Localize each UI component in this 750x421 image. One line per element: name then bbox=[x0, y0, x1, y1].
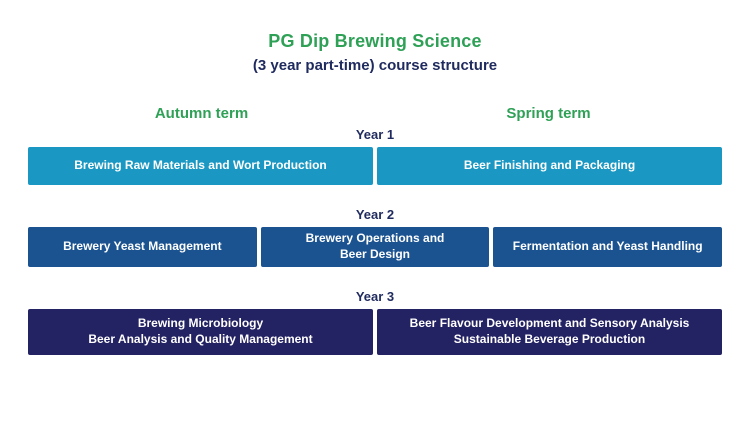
module-label: Brewing Microbiology bbox=[137, 316, 264, 331]
module-fermentation-yeast-handling: Fermentation and Yeast Handling bbox=[493, 227, 723, 267]
autumn-term-label: Autumn term bbox=[154, 105, 249, 122]
spring-term-label: Spring term bbox=[506, 105, 591, 122]
module-label: Brewery Yeast Management bbox=[63, 239, 222, 254]
module-label: Beer Design bbox=[339, 247, 411, 261]
module-brewery-operations-beer-design: Brewery Operations and Beer Design bbox=[260, 227, 490, 267]
module-label: Brewery Operations and bbox=[305, 231, 445, 246]
module-label: Brewing Raw Materials and Wort Productio… bbox=[74, 158, 327, 173]
year-3-row: Brewing Microbiology Beer Analysis and Q… bbox=[28, 309, 722, 355]
page-subtitle: (3 year part-time) course structure bbox=[252, 57, 498, 74]
module-brewing-microbiology-beer-analysis: Brewing Microbiology Beer Analysis and Q… bbox=[28, 309, 373, 355]
term-headers-row: Autumn term Spring term bbox=[28, 105, 722, 122]
module-label: Fermentation and Yeast Handling bbox=[512, 239, 703, 254]
module-brewery-yeast-management: Brewery Yeast Management bbox=[28, 227, 257, 267]
module-brewing-raw-materials-wort-production: Brewing Raw Materials and Wort Productio… bbox=[28, 147, 373, 185]
year-2-row: Brewery Yeast Management Brewery Operati… bbox=[28, 227, 723, 267]
module-label: Beer Analysis and Quality Management bbox=[88, 332, 313, 346]
module-beer-finishing-packaging: Beer Finishing and Packaging bbox=[377, 147, 722, 185]
module-label: Sustainable Beverage Production bbox=[453, 332, 646, 346]
year-2-label: Year 2 bbox=[355, 207, 395, 222]
year-1-row: Brewing Raw Materials and Wort Productio… bbox=[28, 147, 722, 185]
module-beer-flavour-sustainable-production: Beer Flavour Development and Sensory Ana… bbox=[377, 309, 722, 355]
module-label: Beer Finishing and Packaging bbox=[463, 158, 636, 173]
page-title: PG Dip Brewing Science bbox=[268, 31, 482, 51]
year-1-label: Year 1 bbox=[355, 127, 395, 142]
module-label: Beer Flavour Development and Sensory Ana… bbox=[409, 316, 690, 331]
year-3-label: Year 3 bbox=[355, 289, 395, 304]
